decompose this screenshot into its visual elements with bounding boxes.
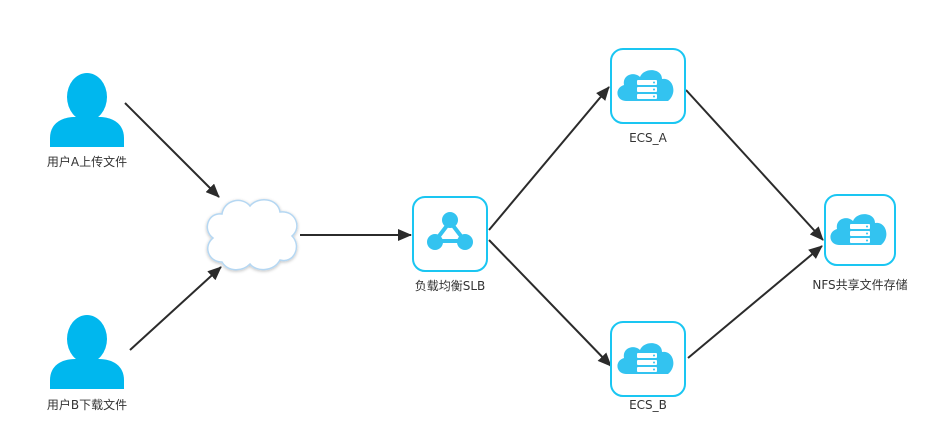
edge-user-a-to-internet xyxy=(124,102,220,198)
edge-slb-to-ecs-b xyxy=(488,239,612,367)
edge-ecs-b-to-nfs xyxy=(687,245,823,359)
node-ecs-a: ECS_A xyxy=(610,48,686,145)
node-label-nfs: NFS共享文件存储 xyxy=(812,277,907,292)
node-ecs-b: ECS_B xyxy=(610,321,686,412)
cloud-server-icon xyxy=(617,70,674,101)
node-nfs: NFS共享文件存储 xyxy=(812,194,908,292)
user-icon xyxy=(50,315,124,389)
node-label-slb: 负载均衡SLB xyxy=(415,279,486,293)
cloud-icon xyxy=(206,199,298,271)
node-slb: 负载均衡SLB xyxy=(412,196,488,293)
cloud-server-icon xyxy=(617,343,674,374)
edge-ecs-a-to-nfs xyxy=(685,89,824,241)
edge-user-b-to-internet xyxy=(129,266,222,351)
node-label-ecs-b: ECS_B xyxy=(629,398,667,412)
node-internet xyxy=(206,199,298,271)
load-balancer-icon xyxy=(427,212,473,250)
slb-box xyxy=(412,196,488,272)
edges xyxy=(124,86,824,367)
edge-slb-to-ecs-a xyxy=(488,86,610,231)
node-label-user-b: 用户B下载文件 xyxy=(47,397,127,412)
node-label-ecs-a: ECS_A xyxy=(629,131,668,145)
user-icon xyxy=(50,73,124,147)
cloud-storage-icon xyxy=(830,214,887,245)
node-label-user-a: 用户A上传文件 xyxy=(47,154,127,169)
node-user-a: 用户A上传文件 xyxy=(47,73,127,169)
node-user-b: 用户B下载文件 xyxy=(47,315,127,412)
